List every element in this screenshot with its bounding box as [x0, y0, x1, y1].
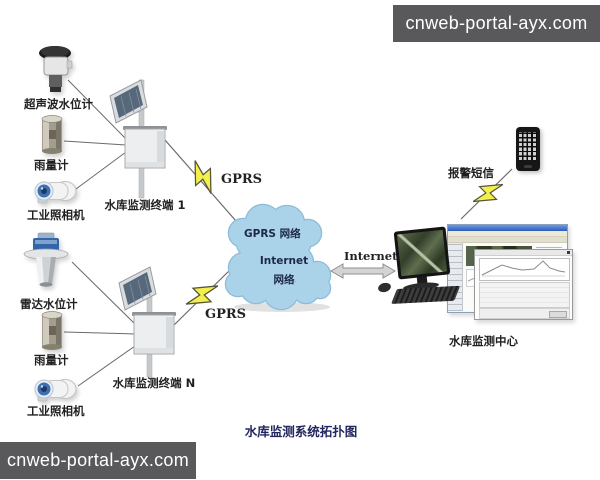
internet-double-arrow-icon	[330, 263, 396, 279]
records-table-thumbnail	[479, 282, 570, 308]
monitoring-center-label: 水库监测中心	[449, 334, 518, 348]
level-curve-chart	[479, 258, 570, 281]
window-title-bar	[448, 225, 567, 231]
terminal1-station	[109, 79, 167, 199]
phone-home-key	[524, 165, 532, 168]
lightning-bolt-icon	[472, 183, 504, 203]
monitoring-app-window-front	[474, 249, 573, 320]
terminal1-gprs-label: GPRS	[221, 172, 263, 187]
lightning-bolts	[185, 160, 504, 305]
button-thumbnail	[549, 310, 567, 318]
window-header-strip	[475, 250, 572, 256]
map-screen	[396, 229, 448, 277]
terminal1-sensor2-label: 雨量计	[34, 158, 69, 172]
terminalN-station	[118, 266, 176, 378]
window-footer-strip	[479, 308, 570, 319]
terminalN-label: 水库监测终端 N	[112, 376, 196, 390]
cloud-gprs-network-label: GPRS 网络	[244, 228, 301, 240]
monitor-with-map-icon	[393, 226, 451, 280]
terminal1-sensor3-label: 工业照相机	[27, 208, 85, 222]
terminalN-gprs-label: GPRS	[205, 307, 247, 322]
terminal1-sensor-wires	[63, 79, 127, 190]
alarm-sms-label: 报警短信	[448, 166, 494, 180]
terminal1-sensor1-label: 超声波水位计	[24, 97, 93, 111]
terminalN-sensor-wires	[63, 261, 136, 387]
watermark-bottom: cnweb-portal-ayx.com	[0, 442, 196, 479]
lightning-bolt-icon	[185, 285, 219, 305]
cloud-network-label: 网络	[273, 274, 295, 286]
terminal1-label: 水库监测终端 1	[104, 198, 186, 212]
internet-link-label: Internet	[344, 249, 398, 263]
lightning-bolt-icon	[194, 160, 212, 194]
mobile-phone-icon	[516, 127, 540, 171]
phone-keypad	[519, 132, 537, 160]
diagram-caption: 水库监测系统拓扑图	[244, 424, 358, 439]
window-toolbar	[448, 237, 567, 243]
window-menu-bar	[448, 231, 567, 237]
cloud-internet-label: Internet	[259, 255, 309, 267]
terminalN-sensor3-label: 工业照相机	[27, 404, 85, 418]
terminalN-sensor1-label: 雷达水位计	[20, 297, 78, 311]
terminalN-sensor2-label: 雨量计	[34, 353, 69, 367]
network-cloud-icon	[226, 205, 330, 309]
watermark-top: cnweb-portal-ayx.com	[393, 5, 600, 42]
close-icon	[567, 251, 570, 254]
